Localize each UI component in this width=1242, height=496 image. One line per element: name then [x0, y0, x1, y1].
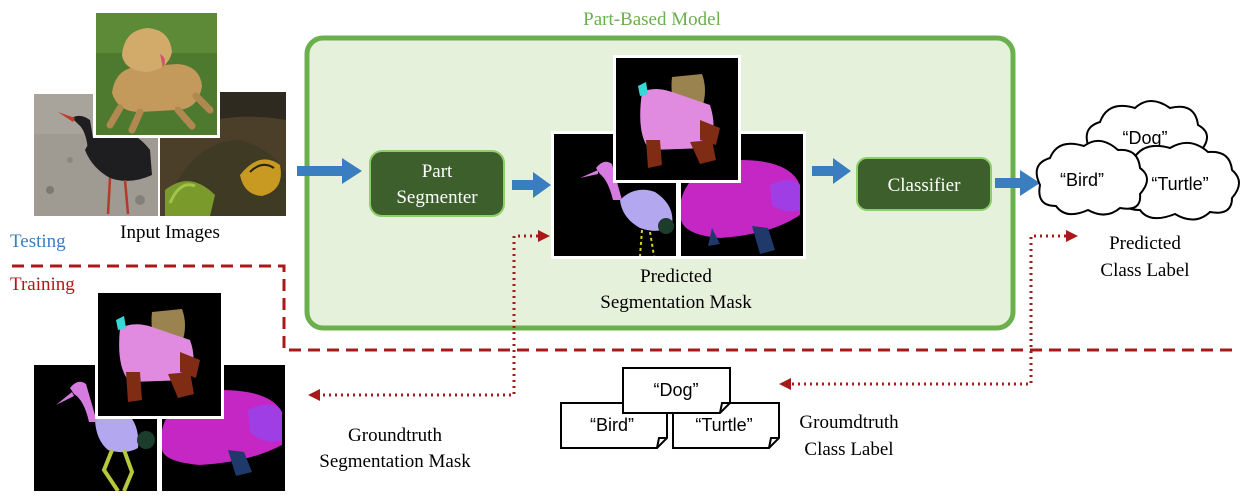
card-bird-label: “Bird” [590, 415, 634, 435]
train-test-divider [12, 264, 1232, 352]
predicted-mask-dog [613, 55, 741, 183]
part-segmenter-module: Part Segmenter [369, 150, 505, 217]
training-label: Training [10, 274, 75, 295]
arrow-input-to-segmenter [297, 158, 362, 184]
classifier-module: Classifier [856, 157, 992, 211]
predicted-mask-label-line1: Predicted [640, 266, 712, 287]
arrow-classifier-to-label [995, 170, 1040, 196]
arrow-mask-to-classifier [812, 158, 851, 184]
cloud-bird: “Bird” [1035, 139, 1148, 216]
part-segmenter-line2: Segmenter [396, 187, 478, 208]
testing-label: Testing [10, 231, 66, 252]
predicted-mask-label-line2: Segmentation Mask [600, 292, 752, 313]
cloud-dog-label: “Dog” [1122, 128, 1167, 148]
classifier-label: Classifier [888, 175, 961, 196]
card-dog: “Dog” [622, 367, 731, 414]
input-images-label: Input Images [120, 222, 220, 243]
groundtruth-mask-label-line2: Segmentation Mask [319, 451, 471, 472]
card-dog-label: “Dog” [653, 380, 698, 400]
part-segmenter-line1: Part [422, 161, 453, 182]
input-image-dog [93, 10, 220, 138]
label-supervision-connector [779, 230, 1078, 390]
arrow-segmenter-to-mask [512, 172, 551, 198]
groundtruth-mask-dog [95, 290, 224, 419]
card-turtle-label: “Turtle” [695, 415, 752, 435]
part-based-model-title: Part-Based Model [583, 9, 721, 30]
predicted-label-line1: Predicted [1109, 233, 1181, 254]
predicted-label-line2: Class Label [1100, 260, 1189, 281]
groundtruth-label-line1: Groumdtruth [799, 412, 899, 433]
cloud-turtle-label: “Turtle” [1151, 174, 1208, 194]
cloud-bird-label: “Bird” [1060, 170, 1104, 190]
mask-supervision-connector [308, 230, 550, 401]
card-turtle: “Turtle” [672, 402, 780, 449]
groundtruth-label-line2: Class Label [804, 439, 893, 460]
groundtruth-mask-label-line1: Groundtruth [348, 425, 442, 446]
cloud-turtle: “Turtle” [1116, 141, 1240, 221]
